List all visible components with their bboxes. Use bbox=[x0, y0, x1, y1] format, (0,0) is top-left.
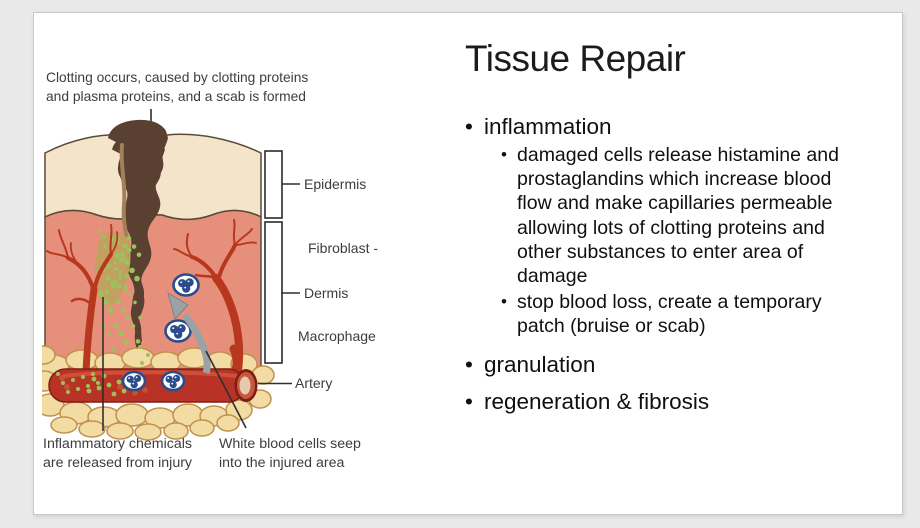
slide: Tissue Repair inflammation damaged cells… bbox=[33, 12, 903, 515]
blood-vessel-right bbox=[173, 219, 257, 376]
white-blood-cell bbox=[172, 273, 200, 297]
dermis-layer bbox=[44, 209, 262, 371]
inflammatory-chemical-dots-dermis bbox=[98, 229, 142, 352]
artery-tube bbox=[48, 368, 258, 403]
label-macrophage: Macrophage bbox=[298, 328, 376, 344]
epidermis-bracket bbox=[264, 150, 283, 219]
blood-vessel-left bbox=[46, 224, 119, 375]
skin-wound-illustration: Clotting occurs, caused by clotting prot… bbox=[42, 70, 378, 471]
wbc-pointer-line bbox=[205, 350, 247, 429]
bottom-caption-right-line1: White blood cells seep bbox=[219, 436, 361, 452]
label-fibroblast: Fibroblast - bbox=[308, 240, 378, 256]
white-blood-cell bbox=[164, 319, 192, 343]
wbc-migration-arrow bbox=[167, 291, 211, 375]
clot-granules bbox=[94, 231, 131, 306]
slide-title: Tissue Repair bbox=[465, 38, 686, 79]
label-dermis: Dermis bbox=[304, 285, 348, 301]
white-blood-cell bbox=[121, 370, 147, 392]
bullet-item-regeneration: regeneration & fibrosis bbox=[465, 386, 900, 417]
top-caption-line2: and plasma proteins, and a scab is forme… bbox=[46, 89, 306, 104]
white-blood-cells bbox=[121, 273, 200, 392]
bullet-subitem-histamine: damaged cells release histamine and pros… bbox=[465, 143, 865, 288]
label-artery: Artery bbox=[295, 375, 332, 391]
bullet-item-granulation: granulation bbox=[465, 349, 900, 380]
bottom-caption-right-line2: into the injured area bbox=[219, 455, 345, 471]
bullet-subitem-stop-blood-loss: stop blood loss, create a temporary patc… bbox=[465, 290, 865, 338]
white-blood-cell bbox=[160, 370, 186, 392]
label-epidermis: Epidermis bbox=[304, 176, 366, 192]
bottom-caption-left-line2: are released from injury bbox=[43, 455, 193, 471]
top-caption-line1: Clotting occurs, caused by clotting prot… bbox=[46, 70, 308, 85]
bullet-list: inflammation damaged cells release hista… bbox=[465, 105, 900, 417]
bottom-caption-left-line1: Inflammatory chemicals bbox=[43, 436, 192, 452]
dermis-bracket bbox=[264, 221, 283, 364]
bullet-item-inflammation: inflammation bbox=[465, 111, 900, 142]
